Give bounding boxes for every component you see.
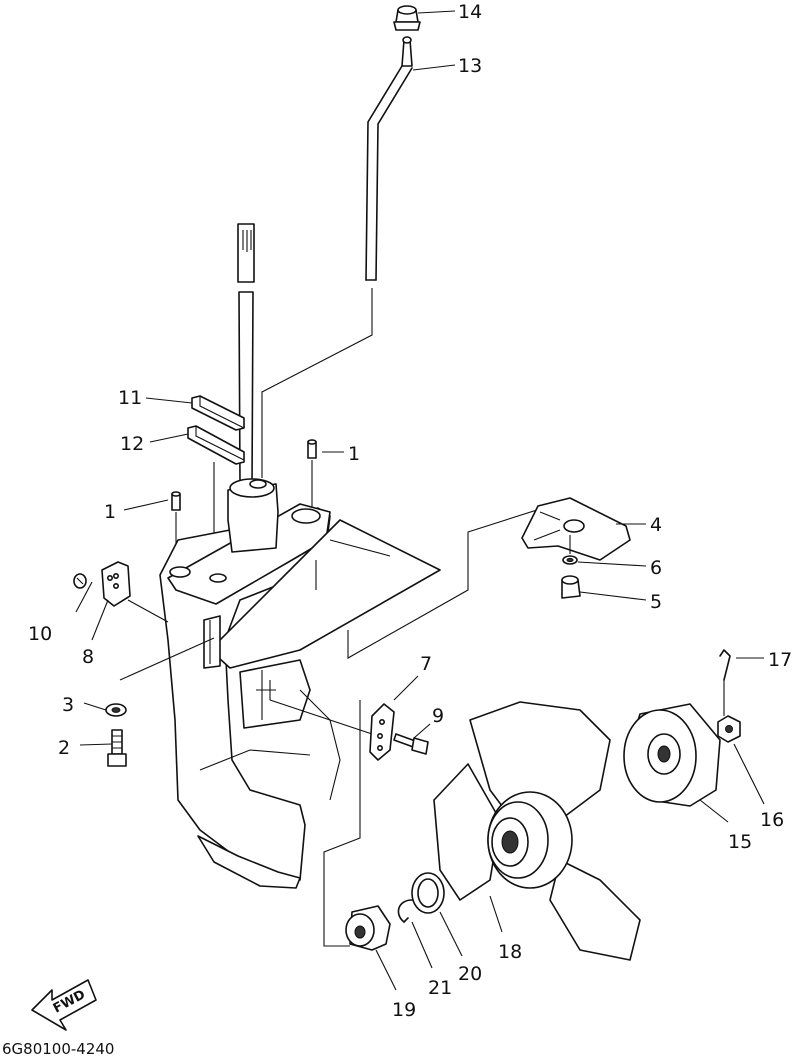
callout-18: 18 [498,941,522,963]
part-5-nut [561,575,581,599]
part-17-cotter-pin [719,649,731,716]
callout-10: 10 [28,623,52,645]
part-7-plate [369,703,395,761]
callout-labels: 14 13 11 12 1 1 4 6 5 7 10 8 3 2 9 17 16… [28,1,792,1021]
callout-20: 20 [458,963,482,985]
part-8-bracket [101,561,169,623]
callout-17: 17 [768,649,792,671]
part-16-nut [717,715,741,743]
callout-14: 14 [458,1,482,23]
part-18-propeller [433,701,641,961]
part-1-dowel-pin-a [307,439,317,512]
callout-leaders [75,10,765,991]
callout-6: 6 [650,557,662,579]
part-14-cap [393,5,421,31]
callout-15: 15 [728,831,752,853]
part-6-washer [562,555,578,565]
callout-16: 16 [760,809,784,831]
part-12-plate [187,425,245,545]
callout-1a: 1 [348,443,360,465]
part-4-trim-tab [521,497,631,561]
callout-5: 5 [650,591,662,613]
callout-8: 8 [82,646,94,668]
callout-4: 4 [650,514,662,536]
callout-11: 11 [118,387,142,409]
drawing-code: 6G80100-4240 [2,1040,114,1057]
callout-21: 21 [428,977,452,999]
forward-direction-arrow: FWD [31,979,97,1031]
part-1-dowel-pin-b [171,491,181,560]
part-20-washer [411,872,445,914]
callout-1b: 1 [104,501,116,523]
lower-casing [159,478,441,889]
callout-13: 13 [458,55,482,77]
part-11-plate [191,395,245,431]
callout-9: 9 [432,705,444,727]
part-21-clip [397,899,413,923]
callout-19: 19 [392,999,416,1021]
callout-12: 12 [120,433,144,455]
part-9-bolt [393,733,429,755]
callout-7: 7 [420,653,432,675]
part-2-bolt [107,729,127,767]
part-19-thrust-holder [345,905,391,951]
callout-3: 3 [62,694,74,716]
part-13-water-tube [261,36,413,478]
callout-2: 2 [58,737,70,759]
part-15-spacer [623,703,721,807]
part-10-screw [73,573,87,589]
part-3-washer [105,703,127,717]
drive-shaft [237,223,255,486]
